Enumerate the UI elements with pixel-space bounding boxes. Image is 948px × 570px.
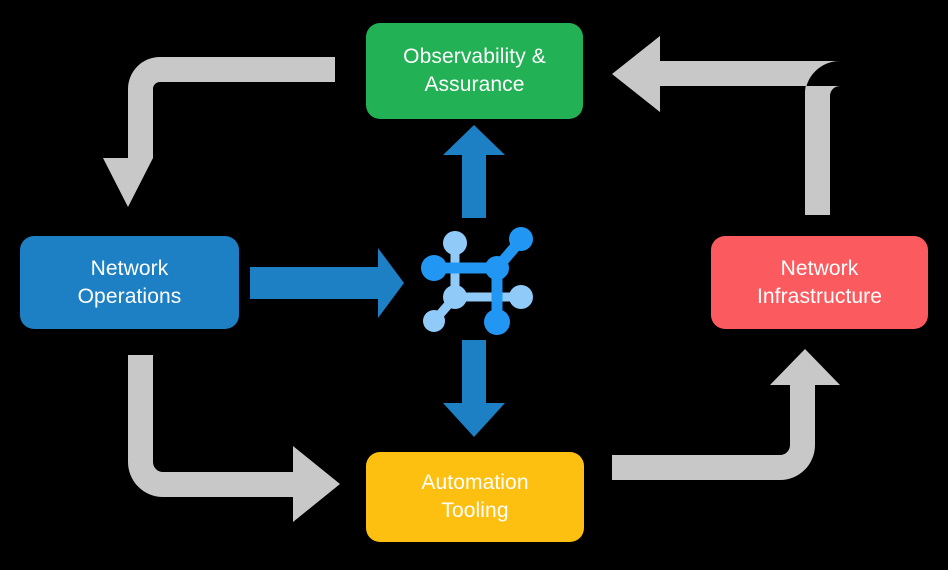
node-observability-assurance-label: Observability & Assurance xyxy=(403,45,546,96)
arrow-automation-to-infrastructure xyxy=(612,349,840,480)
arrow-operations-to-center xyxy=(250,248,404,318)
node-observability-assurance[interactable]: Observability & Assurance xyxy=(366,23,583,119)
node-network-infrastructure[interactable]: Network Infrastructure xyxy=(711,236,928,329)
arrow-operations-to-automation xyxy=(128,355,340,522)
arrow-infrastructure-to-observability-shape xyxy=(612,36,840,215)
network-mesh-icon-graphic xyxy=(421,227,533,335)
node-automation-tooling-label: Automation Tooling xyxy=(421,471,529,522)
node-network-operations[interactable]: Network Operations xyxy=(20,236,239,329)
node-network-operations-label: Network Operations xyxy=(77,256,182,308)
node-network-infrastructure-label: Network Infrastructure xyxy=(756,256,883,308)
arrow-center-to-observability xyxy=(443,125,505,218)
arrow-center-to-automation xyxy=(443,340,505,437)
arrow-observability-to-operations xyxy=(103,57,335,207)
node-automation-tooling[interactable]: Automation Tooling xyxy=(366,452,584,542)
